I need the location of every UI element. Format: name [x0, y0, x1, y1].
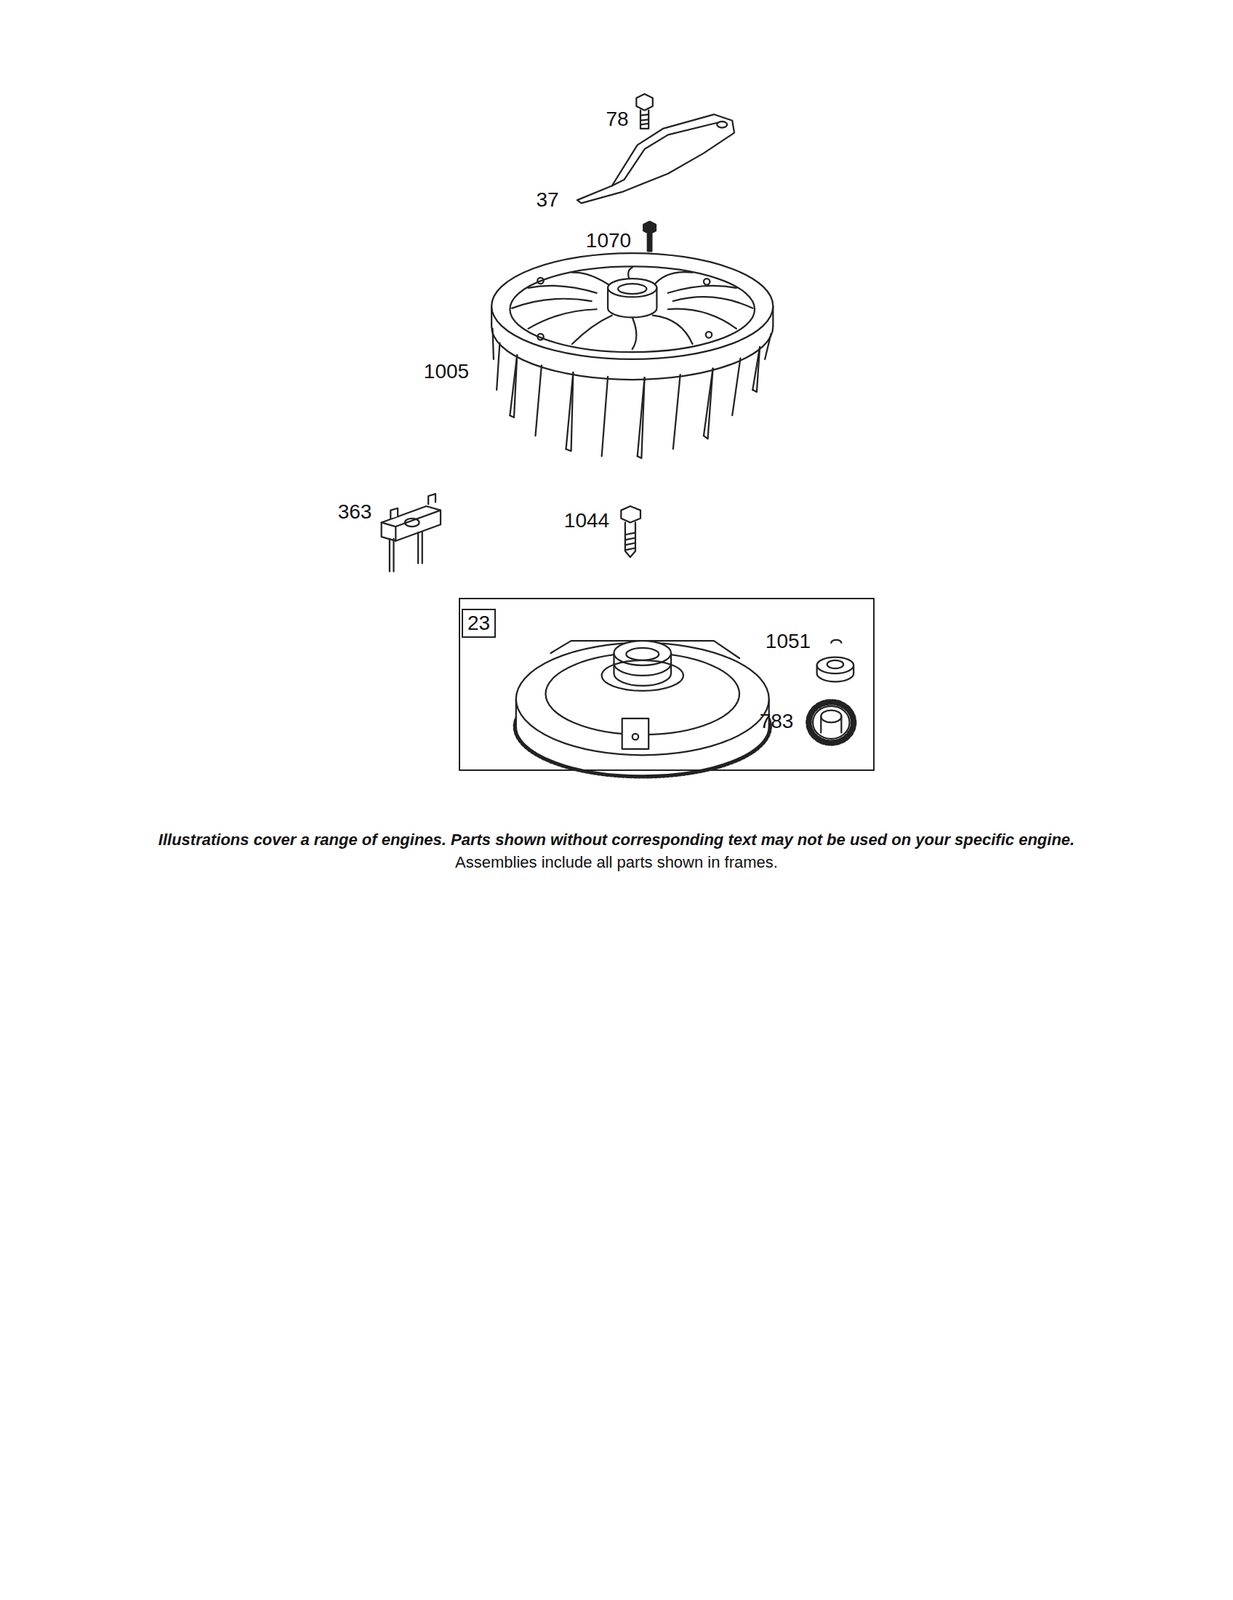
flywheel-fan	[491, 252, 773, 459]
clip	[817, 639, 855, 682]
callout-number: 1044	[564, 510, 610, 531]
starter-gear	[808, 701, 854, 743]
caption: Illustrations cover a range of engines. …	[0, 830, 1233, 850]
bolt	[620, 505, 641, 557]
shroud	[577, 114, 735, 203]
assembly-frame: 23 1051 783	[458, 597, 875, 771]
bolt	[636, 93, 653, 129]
note: Assemblies include all parts shown in fr…	[0, 852, 1233, 872]
callout-number: 78	[605, 109, 629, 130]
screw	[643, 221, 656, 252]
bracket	[381, 493, 441, 572]
assembly-number: 23	[461, 608, 496, 638]
callout-number: 37	[535, 189, 559, 211]
callout-number: 1005	[423, 361, 469, 382]
callout-number: 1070	[585, 230, 632, 251]
callout-number: 363	[338, 501, 373, 522]
callout-number: 783	[759, 711, 794, 732]
callout-number: 1051	[765, 631, 811, 652]
flywheel	[516, 640, 770, 775]
